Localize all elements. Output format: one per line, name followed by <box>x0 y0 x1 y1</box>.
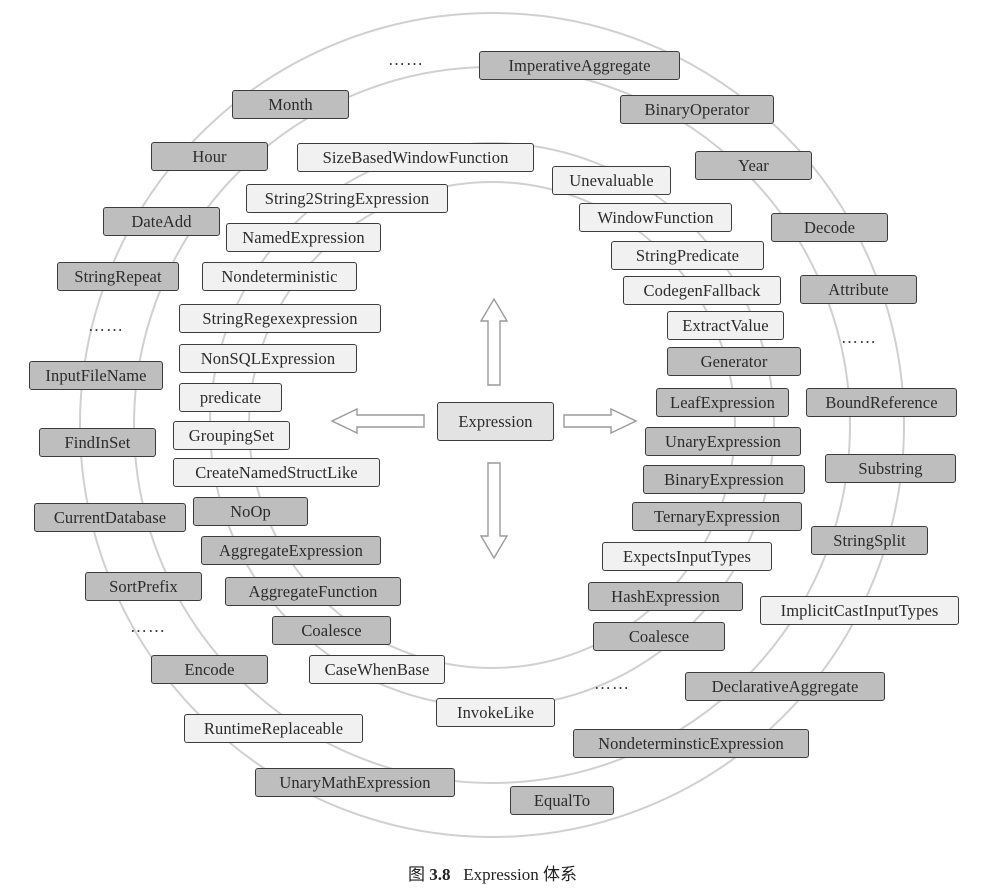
node-encode: Encode <box>151 655 268 684</box>
node-sortprefix: SortPrefix <box>85 572 202 601</box>
node-stringpredicate: StringPredicate <box>611 241 764 270</box>
node-generator: Generator <box>667 347 801 376</box>
node-inputfilename: InputFileName <box>29 361 163 390</box>
caption-number: 3.8 <box>429 865 451 884</box>
node-casewhenbase: CaseWhenBase <box>309 655 445 684</box>
arrow-up <box>479 297 509 386</box>
node-aggregatefunction: AggregateFunction <box>225 577 401 606</box>
ellipsis-bottom-right: …… <box>594 674 630 693</box>
ellipsis-right-upper: …… <box>841 328 877 347</box>
arrow-left <box>330 407 425 435</box>
node-month: Month <box>232 90 349 119</box>
node-string2stringexpression: String2StringExpression <box>246 184 448 213</box>
node-implicitcastinputtypes: ImplicitCastInputTypes <box>760 596 959 625</box>
outer-ring <box>79 12 905 838</box>
figure-caption: 图 3.8 Expression 体系 <box>0 860 985 885</box>
node-windowfunction: WindowFunction <box>579 203 732 232</box>
node-stringrepeat: StringRepeat <box>57 262 179 291</box>
node-stringsplit: StringSplit <box>811 526 928 555</box>
node-dateadd: DateAdd <box>103 207 220 236</box>
node-leafexpression: LeafExpression <box>656 388 789 417</box>
node-unevaluable: Unevaluable <box>552 166 671 195</box>
node-ternaryexpression: TernaryExpression <box>632 502 802 531</box>
node-namedexpression: NamedExpression <box>226 223 381 252</box>
node-stringregexexpression: StringRegexexpression <box>179 304 381 333</box>
node-predicate: predicate <box>179 383 282 412</box>
node-findinset: FindInSet <box>39 428 156 457</box>
node-imperativeaggregate: ImperativeAggregate <box>479 51 680 80</box>
node-unarymathexpression: UnaryMathExpression <box>255 768 455 797</box>
node-runtimereplaceable: RuntimeReplaceable <box>184 714 363 743</box>
node-binaryoperator: BinaryOperator <box>620 95 774 124</box>
caption-prefix: 图 <box>407 865 425 884</box>
node-sizebasedwindowfunction: SizeBasedWindowFunction <box>297 143 534 172</box>
node-expectsinputtypes: ExpectsInputTypes <box>602 542 772 571</box>
node-nonsqlexpression: NonSQLExpression <box>179 344 357 373</box>
ellipsis-left-upper: …… <box>88 316 124 335</box>
arrow-right <box>563 407 638 435</box>
node-aggregateexpression: AggregateExpression <box>201 536 381 565</box>
node-decode: Decode <box>771 213 888 242</box>
node-equalto: EqualTo <box>510 786 614 815</box>
node-substring: Substring <box>825 454 956 483</box>
ellipsis-left-lower: …… <box>130 617 166 636</box>
node-boundreference: BoundReference <box>806 388 957 417</box>
node-hashexpression: HashExpression <box>588 582 743 611</box>
node-hour: Hour <box>151 142 268 171</box>
node-coalesce-left: Coalesce <box>272 616 391 645</box>
node-nondeterminsticexpression: NondeterminsticExpression <box>573 729 809 758</box>
node-coalesce-right: Coalesce <box>593 622 725 651</box>
node-year: Year <box>695 151 812 180</box>
node-nondeterministic: Nondeterministic <box>202 262 357 291</box>
node-currentdatabase: CurrentDatabase <box>34 503 186 532</box>
node-noop: NoOp <box>193 497 308 526</box>
node-attribute: Attribute <box>800 275 917 304</box>
node-createnamedstructlike: CreateNamedStructLike <box>173 458 380 487</box>
node-declarativeaggregate: DeclarativeAggregate <box>685 672 885 701</box>
node-codegenfallback: CodegenFallback <box>623 276 781 305</box>
node-extractvalue: ExtractValue <box>667 311 784 340</box>
node-invokelike: InvokeLike <box>436 698 555 727</box>
node-unaryexpression: UnaryExpression <box>645 427 801 456</box>
arrow-down <box>479 462 509 560</box>
expression-center-box: Expression <box>437 402 554 441</box>
ellipsis-top: …… <box>388 50 424 69</box>
node-binaryexpression: BinaryExpression <box>643 465 805 494</box>
node-groupingset: GroupingSet <box>173 421 290 450</box>
caption-text: Expression 体系 <box>463 865 578 884</box>
